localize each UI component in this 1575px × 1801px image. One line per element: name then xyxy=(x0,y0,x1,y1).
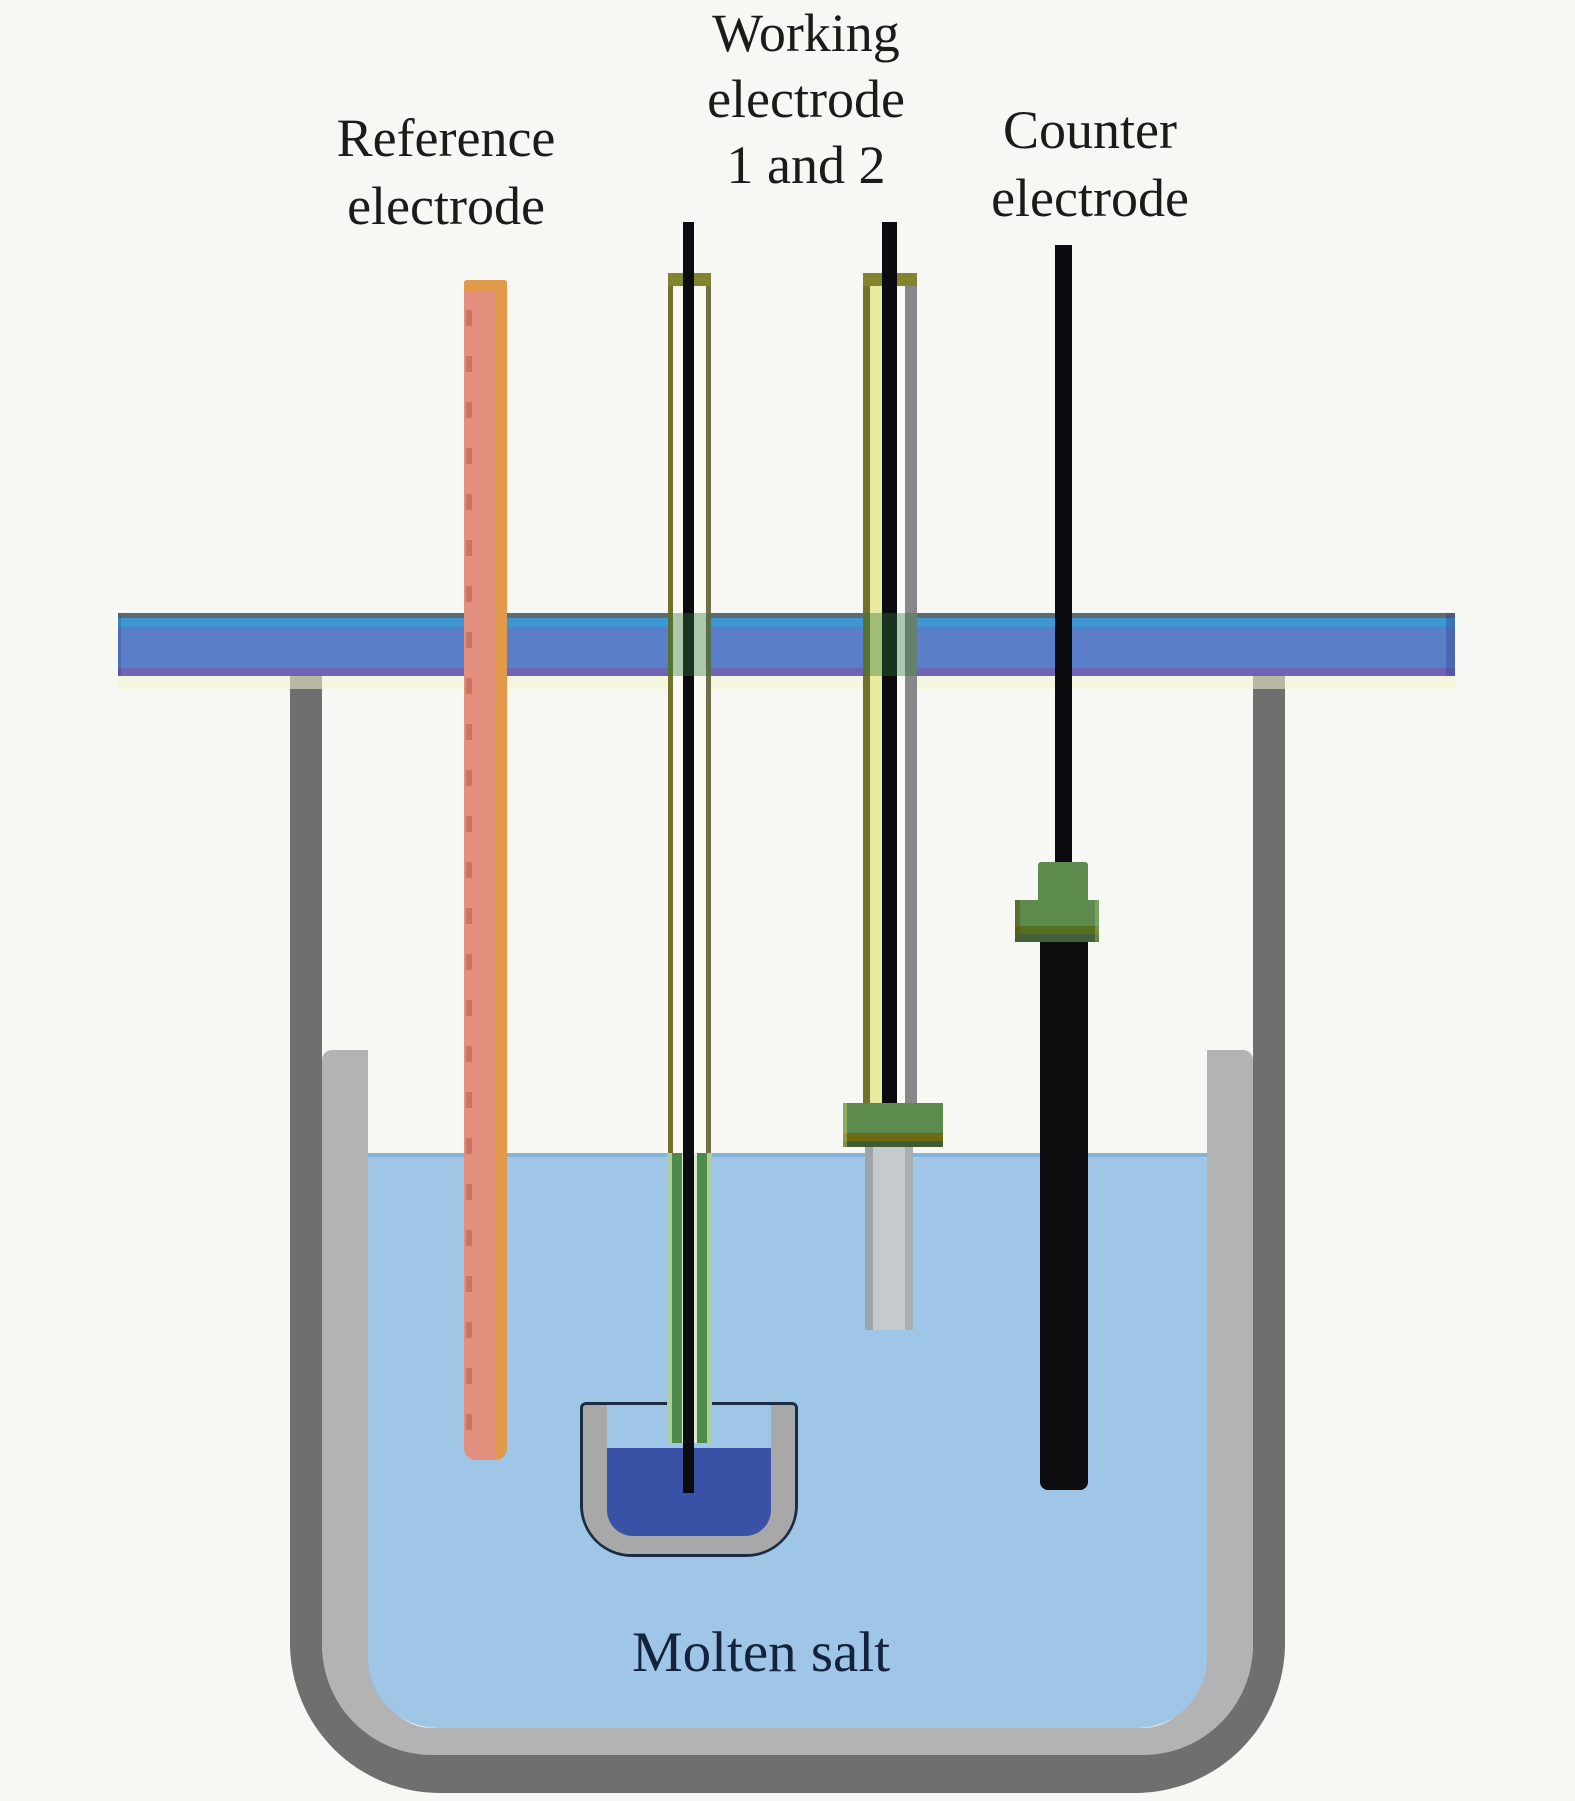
working-electrode-1-lid-crossing xyxy=(668,613,711,676)
working-electrode-label: Working electrode 1 and 2 xyxy=(606,0,1006,198)
reference-electrode-markings xyxy=(466,310,472,1430)
working-electrode-label-line3: 1 and 2 xyxy=(726,135,886,195)
crucible-inner-liner xyxy=(322,1050,1253,1755)
reference-electrode-cap xyxy=(464,280,507,291)
counter-electrode-label-line2: electrode xyxy=(991,168,1189,228)
reference-electrode-label-line1: Reference xyxy=(336,108,556,168)
cell-lid xyxy=(118,613,1455,676)
molten-salt-label: Molten salt xyxy=(631,1621,891,1684)
reference-electrode-label-line2: electrode xyxy=(347,176,545,236)
counter-electrode-label: Counter electrode xyxy=(890,96,1290,232)
counter-electrode-wire xyxy=(1055,245,1072,865)
crucible-outer-wall xyxy=(290,676,1285,1793)
reference-electrode-label: Reference electrode xyxy=(246,104,646,240)
counter-electrode-connector-flange xyxy=(1015,900,1099,942)
counter-electrode-rod xyxy=(1040,942,1088,1490)
reference-electrode-rod xyxy=(464,280,507,1460)
working-electrode-2-rod xyxy=(865,1147,913,1330)
working-electrode-label-line2: electrode xyxy=(707,69,905,129)
working-electrode-2-wire xyxy=(882,222,897,1147)
counter-electrode-label-line1: Counter xyxy=(1003,100,1177,160)
lid-underside-highlight xyxy=(118,676,1455,689)
working-electrode-2-collar xyxy=(843,1103,943,1147)
working-electrode-label-line1: Working xyxy=(712,3,900,63)
counter-electrode-connector-top xyxy=(1038,862,1088,904)
working-electrode-2-lid-crossing xyxy=(863,613,917,676)
working-electrode-1-wire xyxy=(683,222,694,1493)
